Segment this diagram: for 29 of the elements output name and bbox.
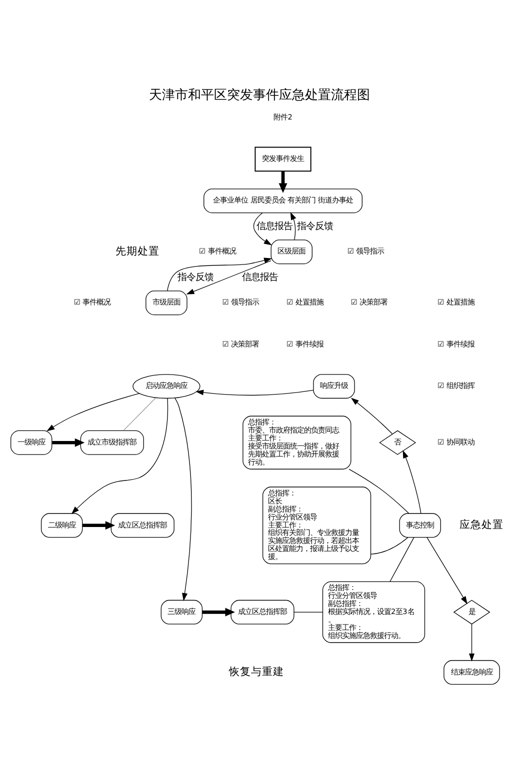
arrow: [426, 536, 468, 604]
edge-label: 信息报告: [242, 271, 278, 282]
connector: [370, 536, 408, 554]
arrow: [186, 260, 272, 294]
arrow: [468, 623, 475, 661]
arrow: [253, 212, 272, 245]
arrow: [166, 257, 272, 291]
connector: [348, 468, 410, 514]
arrow: [82, 520, 116, 530]
arrow: [202, 607, 235, 616]
label: 恢复与重建: [229, 665, 284, 678]
edge-label: 信息报告: [256, 220, 292, 232]
label: 先期处置: [115, 244, 160, 257]
arrow: [174, 397, 192, 601]
label: 应急处置: [460, 518, 504, 530]
arrow: [350, 397, 392, 434]
connector: [390, 536, 414, 582]
arrow: [278, 170, 288, 192]
connector: [294, 611, 323, 612]
arrow: [290, 211, 296, 240]
arrow: [52, 438, 85, 446]
diagram-title: 天津市和平区突发事件应急处置流程图: [149, 87, 370, 102]
arrow: [46, 392, 140, 431]
arrow: [196, 389, 314, 396]
arrow: [402, 450, 422, 514]
arrow: [71, 397, 168, 514]
connector: [123, 397, 156, 430]
edge-label: 指令反馈: [296, 220, 333, 232]
edge-label: 指令反馈: [178, 271, 214, 282]
